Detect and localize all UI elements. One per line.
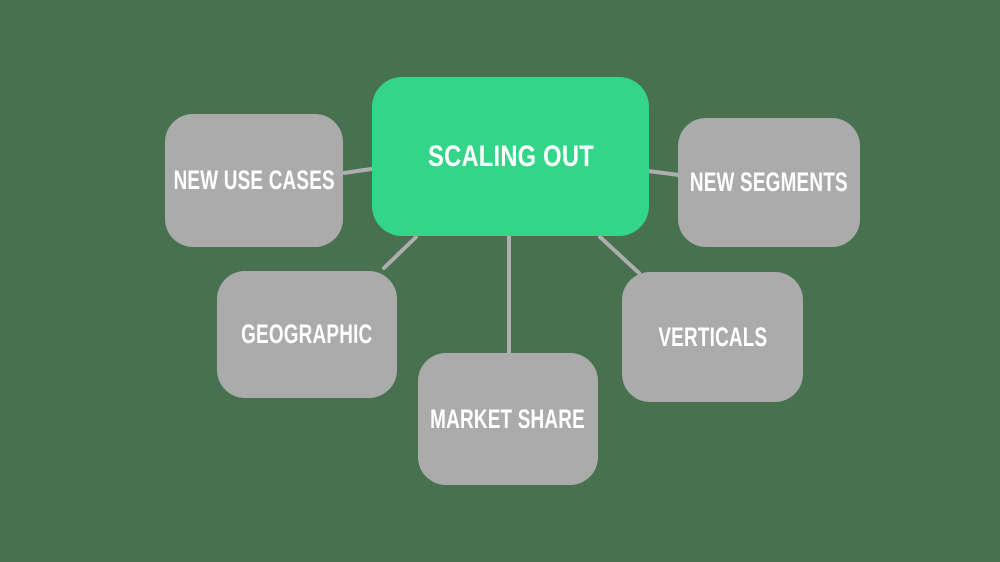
connector-scaling-out-to-verticals: [598, 235, 641, 275]
node-scaling-out-label: SCALING OUT: [427, 139, 594, 173]
node-scaling-out: SCALING OUT: [372, 77, 649, 236]
node-verticals-label: VERTICALS: [657, 321, 768, 352]
node-new-segments-label: NEW SEGMENTS: [690, 167, 848, 197]
node-verticals: VERTICALS: [622, 272, 803, 402]
node-geographic: GEOGRAPHIC: [217, 271, 397, 398]
node-market-share-label: MARKET SHARE: [430, 403, 586, 434]
node-market-share: MARKET SHARE: [418, 353, 598, 485]
connector-scaling-out-to-geographic: [382, 235, 418, 270]
node-geographic-label: GEOGRAPHIC: [241, 319, 373, 349]
connector-scaling-out-to-new-segments: [646, 169, 681, 177]
node-new-use-cases: NEW USE CASES: [165, 114, 343, 247]
node-new-use-cases-label: NEW USE CASES: [173, 165, 335, 195]
connector-scaling-out-to-new-use-cases: [342, 167, 373, 175]
node-new-segments: NEW SEGMENTS: [678, 118, 860, 247]
